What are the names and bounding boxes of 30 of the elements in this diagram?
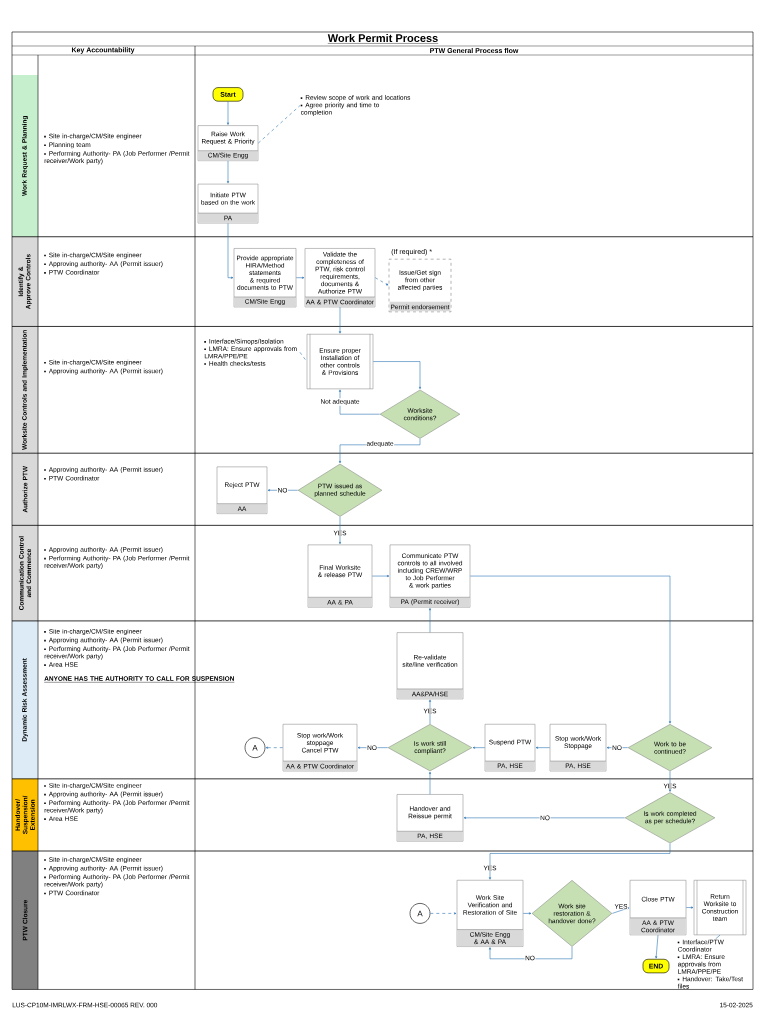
arrow [429, 771, 432, 795]
arrow [522, 912, 532, 915]
arrow [472, 746, 486, 749]
arrow [226, 101, 230, 125]
arrow [357, 746, 389, 749]
arrow [469, 575, 672, 724]
arrow [374, 277, 389, 286]
arrow [429, 607, 432, 633]
arrow [463, 816, 626, 819]
arrow [338, 389, 381, 415]
arrow [611, 907, 630, 914]
arrow [489, 946, 573, 960]
arrow [669, 771, 672, 792]
arrow [685, 906, 694, 909]
arrow [535, 746, 551, 749]
arrow [227, 223, 234, 279]
arrow [371, 575, 390, 578]
arrow [267, 489, 299, 492]
arrow [295, 276, 305, 279]
arrow [338, 516, 342, 545]
arrow [338, 306, 342, 334]
arrow [655, 934, 659, 959]
arrow [372, 361, 422, 390]
title: Work Permit Process [327, 33, 439, 44]
arrow [226, 160, 230, 184]
arrow [429, 699, 432, 725]
arrow [606, 746, 629, 749]
arrow [430, 912, 457, 915]
arrow [489, 843, 671, 880]
arrow [265, 746, 284, 749]
